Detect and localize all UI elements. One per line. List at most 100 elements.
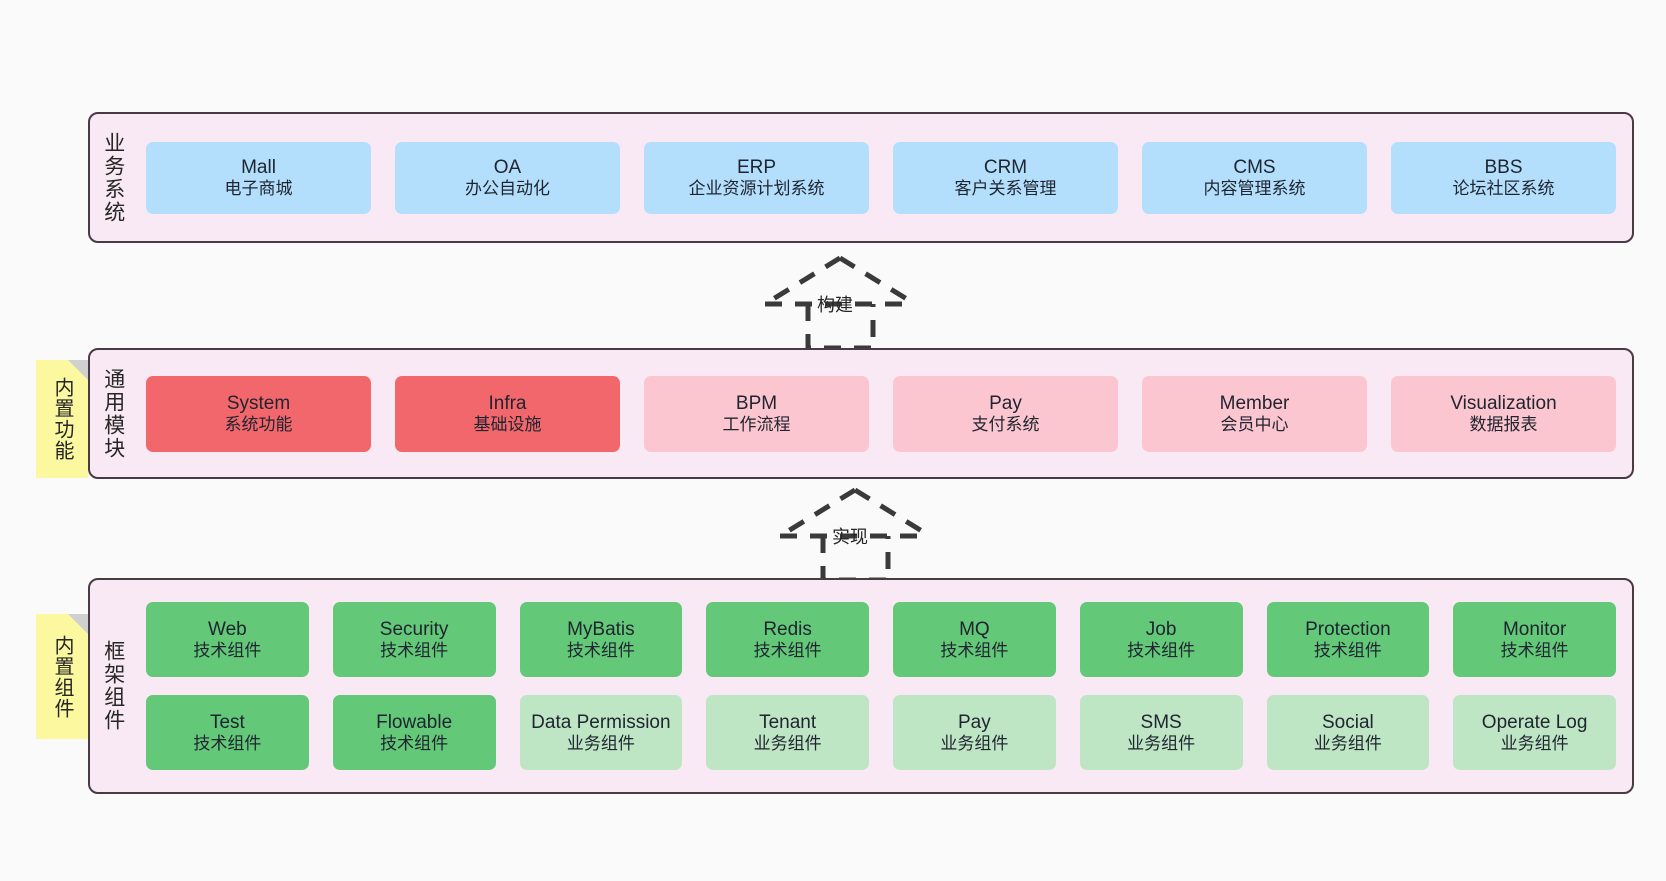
arrowhead-right-edge [838,255,917,307]
card-tenant[interactable]: Tenant 业务组件 [706,695,869,770]
note-builtin-component: 内置组件 [36,614,88,739]
card-title: MQ [959,618,990,640]
card-title: Web [208,618,247,640]
card-title: CRM [983,156,1028,178]
card-subtitle: 技术组件 [193,733,262,753]
card-title: Test [209,711,245,733]
layer-title-framework: 框架组件 [101,640,125,732]
arrowhead-right-edge [853,487,932,539]
card-title: Member [1219,392,1290,414]
note-text: 内置组件 [51,634,73,719]
note-text: 内置功能 [51,377,73,461]
card-title: Operate Log [1481,711,1588,733]
card-sms[interactable]: SMS 业务组件 [1079,695,1243,770]
card-subtitle: 业务组件 [1500,733,1569,753]
card-member[interactable]: Member 会员中心 [1142,375,1367,452]
card-bbs[interactable]: BBS 论坛社区系统 [1391,141,1616,214]
card-test[interactable]: Test 技术组件 [146,695,309,770]
card-title: Flowable [376,711,453,733]
layer-body-common: System 系统功能 Infra 基础设施 BPM 工作流程 Pay 支付系统… [136,350,1632,477]
card-system[interactable]: System 系统功能 [146,375,371,452]
connector-implement: 实现 [760,484,950,584]
card-visualization[interactable]: Visualization 数据报表 [1391,375,1616,452]
card-subtitle: 工作流程 [722,414,791,434]
card-title: Job [1145,618,1177,640]
card-title: CMS [1233,156,1276,178]
card-pay-component[interactable]: Pay 业务组件 [893,695,1056,770]
card-row-business: Mall 电子商城 OA 办公自动化 ERP 企业资源计划系统 CRM 客户关系… [146,141,1616,214]
card-mybatis[interactable]: MyBatis 技术组件 [519,602,683,677]
card-title: Security [379,618,449,640]
card-subtitle: 技术组件 [1500,640,1569,660]
card-job[interactable]: Job 技术组件 [1079,602,1243,677]
card-subtitle: 客户关系管理 [954,178,1057,198]
layer-body-business: Mall 电子商城 OA 办公自动化 ERP 企业资源计划系统 CRM 客户关系… [136,114,1632,241]
card-monitor[interactable]: Monitor 技术组件 [1453,602,1616,677]
card-title: Pay [958,711,991,733]
card-flowable[interactable]: Flowable 技术组件 [332,695,496,770]
card-title: Redis [763,618,812,640]
layer-common-module: 通用模块 System 系统功能 Infra 基础设施 BPM 工作流程 Pay… [88,348,1634,479]
card-subtitle: 技术组件 [380,640,449,660]
card-subtitle: 办公自动化 [465,178,550,198]
card-title: Infra [488,392,527,414]
card-title: Visualization [1450,392,1557,414]
card-data-permission[interactable]: Data Permission 业务组件 [519,695,683,770]
card-infra[interactable]: Infra 基础设施 [395,375,620,452]
connector-build: 构建 [745,252,935,352]
layer-title-common: 通用模块 [101,367,125,460]
card-row-framework-tech: Web 技术组件 Security 技术组件 MyBatis 技术组件 Redi… [146,602,1616,677]
card-redis[interactable]: Redis 技术组件 [706,602,869,677]
card-subtitle: 技术组件 [753,640,822,660]
card-title: Pay [989,392,1022,414]
card-mq[interactable]: MQ 技术组件 [893,602,1056,677]
card-web[interactable]: Web 技术组件 [146,602,309,677]
layer-body-framework: Web 技术组件 Security 技术组件 MyBatis 技术组件 Redi… [136,580,1632,792]
card-title: Monitor [1502,618,1567,640]
card-subtitle: 基础设施 [473,414,542,434]
card-subtitle: 技术组件 [380,733,449,753]
card-subtitle: 数据报表 [1469,414,1538,434]
card-subtitle: 企业资源计划系统 [688,178,825,198]
card-subtitle: 业务组件 [1313,733,1382,753]
card-subtitle: 技术组件 [566,640,635,660]
card-subtitle: 内容管理系统 [1203,178,1306,198]
card-subtitle: 论坛社区系统 [1452,178,1555,198]
card-subtitle: 技术组件 [1127,640,1196,660]
card-title: Protection [1305,618,1391,640]
card-row-framework-business: Test 技术组件 Flowable 技术组件 Data Permission … [146,695,1616,770]
card-pay-module[interactable]: Pay 支付系统 [893,375,1118,452]
card-bpm[interactable]: BPM 工作流程 [644,375,869,452]
card-erp[interactable]: ERP 企业资源计划系统 [644,141,869,214]
card-cms[interactable]: CMS 内容管理系统 [1142,141,1367,214]
layer-title-business: 业务系统 [101,131,125,224]
card-title: SMS [1140,711,1182,733]
card-title: Social [1322,711,1374,733]
card-subtitle: 技术组件 [1313,640,1382,660]
card-protection[interactable]: Protection 技术组件 [1266,602,1430,677]
connector-label-build: 构建 [817,295,853,315]
card-title: Mall [241,156,276,178]
card-subtitle: 业务组件 [940,733,1009,753]
card-subtitle: 业务组件 [1127,733,1196,753]
card-subtitle: 电子商城 [224,178,293,198]
card-title: ERP [736,156,777,178]
arrowhead-left-edge [778,487,857,539]
card-title: System [226,392,291,414]
card-subtitle: 技术组件 [193,640,262,660]
card-subtitle: 系统功能 [224,414,293,434]
card-operate-log[interactable]: Operate Log 业务组件 [1453,695,1616,770]
card-title: BPM [735,392,778,414]
connector-label-implement: 实现 [832,527,868,547]
card-oa[interactable]: OA 办公自动化 [395,141,620,214]
card-mall[interactable]: Mall 电子商城 [146,141,371,214]
card-title: Tenant [759,711,817,733]
card-title: OA [493,156,522,178]
card-crm[interactable]: CRM 客户关系管理 [893,141,1118,214]
card-subtitle: 业务组件 [566,733,635,753]
card-social[interactable]: Social 业务组件 [1266,695,1430,770]
card-security[interactable]: Security 技术组件 [332,602,496,677]
layer-framework-component: 框架组件 Web 技术组件 Security 技术组件 MyBatis 技术组件… [88,578,1634,794]
card-row-common: System 系统功能 Infra 基础设施 BPM 工作流程 Pay 支付系统… [146,375,1616,452]
